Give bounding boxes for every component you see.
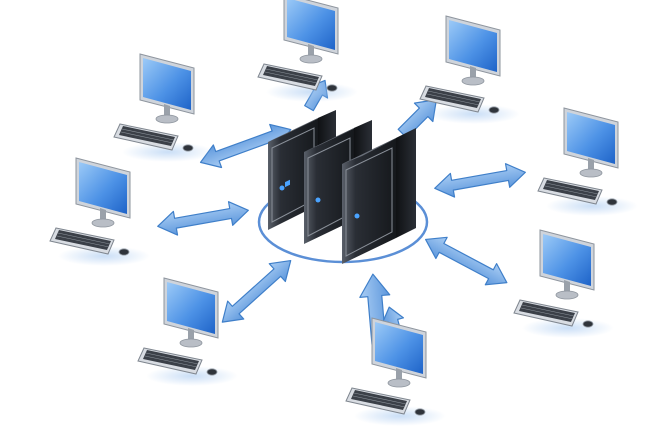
status-light	[354, 213, 360, 219]
workstation-right	[537, 107, 639, 217]
server-tower	[342, 128, 416, 264]
arrow-right	[434, 163, 526, 198]
workstation-lower-left	[137, 277, 239, 387]
workstation-lower-right	[513, 229, 615, 339]
workstation-bottom	[345, 317, 447, 427]
workstation-upper-left	[113, 53, 215, 163]
server-cluster	[268, 110, 416, 264]
arrow-left	[157, 201, 249, 236]
arrow-lower-right	[425, 236, 508, 286]
arrow-lower-left	[221, 259, 292, 323]
status-light	[279, 185, 285, 191]
workstation-top	[257, 0, 359, 103]
workstation-left	[49, 157, 151, 267]
status-light	[315, 197, 321, 203]
